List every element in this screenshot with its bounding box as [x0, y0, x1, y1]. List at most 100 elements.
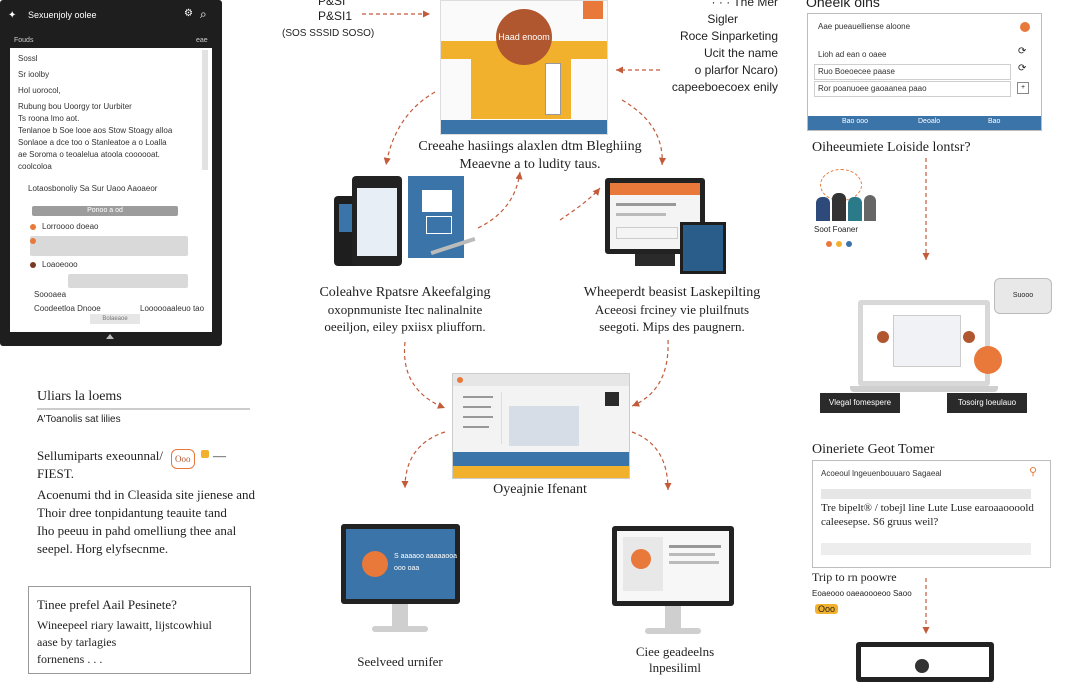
form-para-line: Tre bipelt® / tobejl line Lute Luse earo… — [821, 502, 1034, 514]
form-row-label: Ror poanuoee gaoaanea paao — [818, 84, 927, 93]
phone-header-title: Sexuenjoly oolee — [28, 10, 97, 20]
caption-line: seegoti. Mips des paugnern. — [599, 319, 745, 334]
right-top-form: Aae pueauelliense aloone Lioh ad ean o o… — [807, 13, 1042, 131]
note-line: · · · The Mer — [711, 0, 778, 9]
dashboard-chart — [509, 406, 579, 446]
share-icon[interactable] — [974, 346, 1002, 374]
phone-line: ae Soroma o teoalelua atoola coooooat. — [18, 150, 160, 159]
left-box-text: Wineepeel riary lawaitt, lijstcowhiul aa… — [37, 617, 247, 668]
dashboard-titlebar — [453, 374, 629, 386]
book-grid — [426, 216, 452, 234]
form-row-label: Lioh ad ean o oaee — [818, 50, 887, 59]
badge: Ooo — [171, 449, 195, 469]
phone-line: Sonlaoe a dce too o Stanleatoe a o Loall… — [18, 138, 167, 147]
screen-field — [616, 227, 678, 239]
phone-subtitle: Fouds — [14, 37, 34, 44]
phone-list-item[interactable]: Lorroooo doeao — [42, 222, 99, 231]
left-box-line: Wineepeel riary lawaitt, lijstcowhiul — [37, 618, 212, 632]
phone-action-button[interactable]: Ponoo a od — [32, 206, 178, 216]
arrow-center-to-bl — [401, 431, 446, 489]
phone-home-icon[interactable] — [106, 334, 114, 339]
phone-line: Ts roona lmo aot. — [18, 114, 80, 123]
form-field[interactable] — [814, 64, 1011, 80]
para-line: Thoir dree tonpidantung teauite tand — [37, 505, 227, 520]
tablet-overlay — [680, 222, 726, 274]
badge: — — [213, 448, 226, 463]
caption-line: oeeiljon, eiley pxiisx pliufforn. — [324, 319, 486, 334]
para-line: Iho peeuu in pahd omelliung thee anal — [37, 523, 237, 538]
screen-line — [616, 213, 666, 216]
form-row-label: Aae pueauelliense aloone — [818, 22, 911, 31]
caption-title: Wheeperdt beasist Laskepilting — [583, 285, 761, 300]
laptop-screen — [863, 305, 985, 381]
monitor-stand — [635, 254, 675, 266]
screen-logo-icon — [362, 551, 388, 577]
form-field-label: Acoeoul lngeuenbouuaro Sagaeal — [821, 469, 942, 478]
bottom-right-device — [856, 642, 994, 682]
note-icon — [201, 450, 209, 458]
screen-header — [610, 183, 700, 195]
arrow-to-right-mid — [559, 187, 601, 221]
sidebar-line — [463, 416, 493, 418]
form-bar — [821, 489, 1031, 499]
right-bottom-form: Acoeoul lngeuenbouuaro Sagaeal ⚲ Tre bip… — [812, 460, 1051, 568]
footer-item[interactable]: Bao ooo — [842, 118, 869, 125]
phone-small — [352, 176, 402, 266]
note-line: o plarfor Ncaro) — [694, 63, 778, 77]
arrow-right-to-center — [631, 339, 669, 407]
footer-item[interactable]: Deoalo — [918, 118, 941, 125]
screen-title: S aaaaoo aaaaaooa — [394, 553, 458, 560]
arrow-up-center — [477, 171, 523, 229]
speech-bubble: Suooo — [994, 278, 1052, 314]
sidebar-line — [463, 406, 491, 408]
user-icon[interactable]: ⚲ — [1029, 466, 1038, 478]
form-input[interactable] — [821, 543, 1031, 555]
visual-button[interactable]: Vlegal fomespere — [820, 393, 900, 413]
people-card: Soot Foaner — [812, 163, 878, 251]
caption-line: Creeahe hasiings alaxlen dtm Bleghiing — [418, 139, 642, 154]
badge-circle: Haad enoom — [496, 9, 552, 65]
phone-list-item[interactable]: Loaoeooo — [42, 260, 78, 269]
phone-menu-icon[interactable]: ✦ — [8, 10, 17, 21]
note-top-left-2: P&SI1 — [318, 9, 353, 23]
search-icon[interactable]: ⌕ — [200, 7, 207, 21]
person-icon — [816, 197, 830, 221]
bullet-icon — [30, 262, 36, 268]
tracking-button[interactable]: Tosoirg loeulauo — [947, 393, 1027, 413]
person-icon — [832, 193, 846, 221]
form-footer-band: Bao ooo Deoalo Bao — [808, 116, 1041, 130]
phone-list-block — [30, 236, 188, 256]
phone-line: Hol uorocol, — [18, 86, 61, 95]
phone-list-item[interactable]: Soooaea — [34, 290, 67, 299]
form-field[interactable] — [814, 81, 1011, 97]
monitor-base — [372, 626, 428, 632]
phone-mockup: ✦ Sexuenjoly oolee ⚙ ⌕ Fouds eae Sossl S… — [0, 0, 222, 346]
phone-footer-button[interactable]: Bolaeaoe — [90, 314, 140, 324]
bottom-right-caption: Ciee geadeelns lnpesiliml — [595, 644, 755, 676]
window-dot-icon[interactable] — [457, 377, 463, 383]
bottom-left-monitor: S aaaaoo aaaaaooa ooo oaa — [341, 524, 460, 604]
para-line: Acoenumi thd in Cleasida site jienese an… — [37, 487, 256, 502]
note-top-left-1: P&SI — [318, 0, 346, 8]
refresh-icon[interactable]: ⟳ — [1018, 63, 1027, 74]
phone-settings-icon[interactable]: ⚙ — [184, 8, 193, 19]
dashboard-sidebar — [461, 392, 502, 444]
left-section-sub: A'Toanolis sat lilies — [37, 414, 121, 425]
notes-top-right: · · · The Mer Sigler Roce Sinparketing U… — [668, 0, 778, 96]
phone-scrollbar[interactable] — [202, 50, 208, 170]
refresh-icon[interactable]: ⟳ — [1018, 46, 1027, 57]
form-para-line: caleesepse. S6 gruus weil? — [821, 516, 939, 528]
phone-footer-right: Loooooaaleuo tao — [140, 304, 205, 313]
screen-logo-icon — [631, 549, 651, 569]
note-top-left-3: (SOS SSSID SOSO) — [282, 28, 375, 39]
caption-line: Ciee geadeelns — [635, 644, 715, 659]
add-icon[interactable]: + — [1017, 82, 1029, 94]
screen-line — [669, 553, 715, 556]
dot-icon — [846, 241, 852, 247]
footer-item[interactable]: Bao — [988, 118, 1001, 125]
top-center-card: Haad enoom — [440, 0, 608, 135]
note-line: capeeboecoex enily — [671, 80, 778, 94]
card-footer-band — [441, 120, 607, 134]
sidebar-line — [463, 426, 489, 428]
phone-footer-left: Coodeetloa Dnooe — [34, 304, 101, 313]
